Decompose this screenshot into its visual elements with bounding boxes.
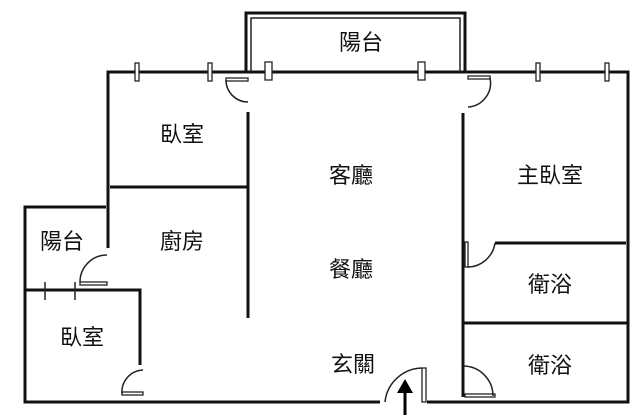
label-kitchen: 廚房: [160, 230, 204, 255]
label-bathroom-2: 衛浴: [528, 354, 572, 379]
door-entrance: [384, 367, 427, 403]
label-balcony-top: 陽台: [339, 31, 383, 56]
door-bedroom-top: [225, 77, 249, 103]
doors: [79, 75, 496, 403]
door-bath-1: [464, 241, 496, 268]
label-bedroom-bottom: 臥室: [60, 326, 104, 351]
door-bedroom-bottom: [121, 369, 144, 396]
label-living-room: 客廳: [329, 164, 373, 189]
label-balcony-left: 陽台: [40, 230, 84, 255]
door-master: [467, 75, 492, 108]
door-bath-2: [462, 365, 496, 398]
windows: [44, 61, 610, 300]
walls: [23, 11, 630, 404]
label-bathroom-1: 衛浴: [528, 273, 572, 298]
entrance-arrow-icon: [397, 379, 413, 415]
label-master-bedroom: 主臥室: [517, 164, 583, 189]
label-dining-room: 餐廳: [329, 258, 373, 283]
door-balcony-left: [79, 254, 108, 286]
room-labels: 陽台 臥室 客廳 主臥室 陽台 廚房 餐廳 衛浴 臥室 玄關 衛浴: [40, 31, 583, 379]
label-bedroom-top: 臥室: [160, 123, 204, 148]
label-entrance: 玄關: [331, 353, 375, 378]
